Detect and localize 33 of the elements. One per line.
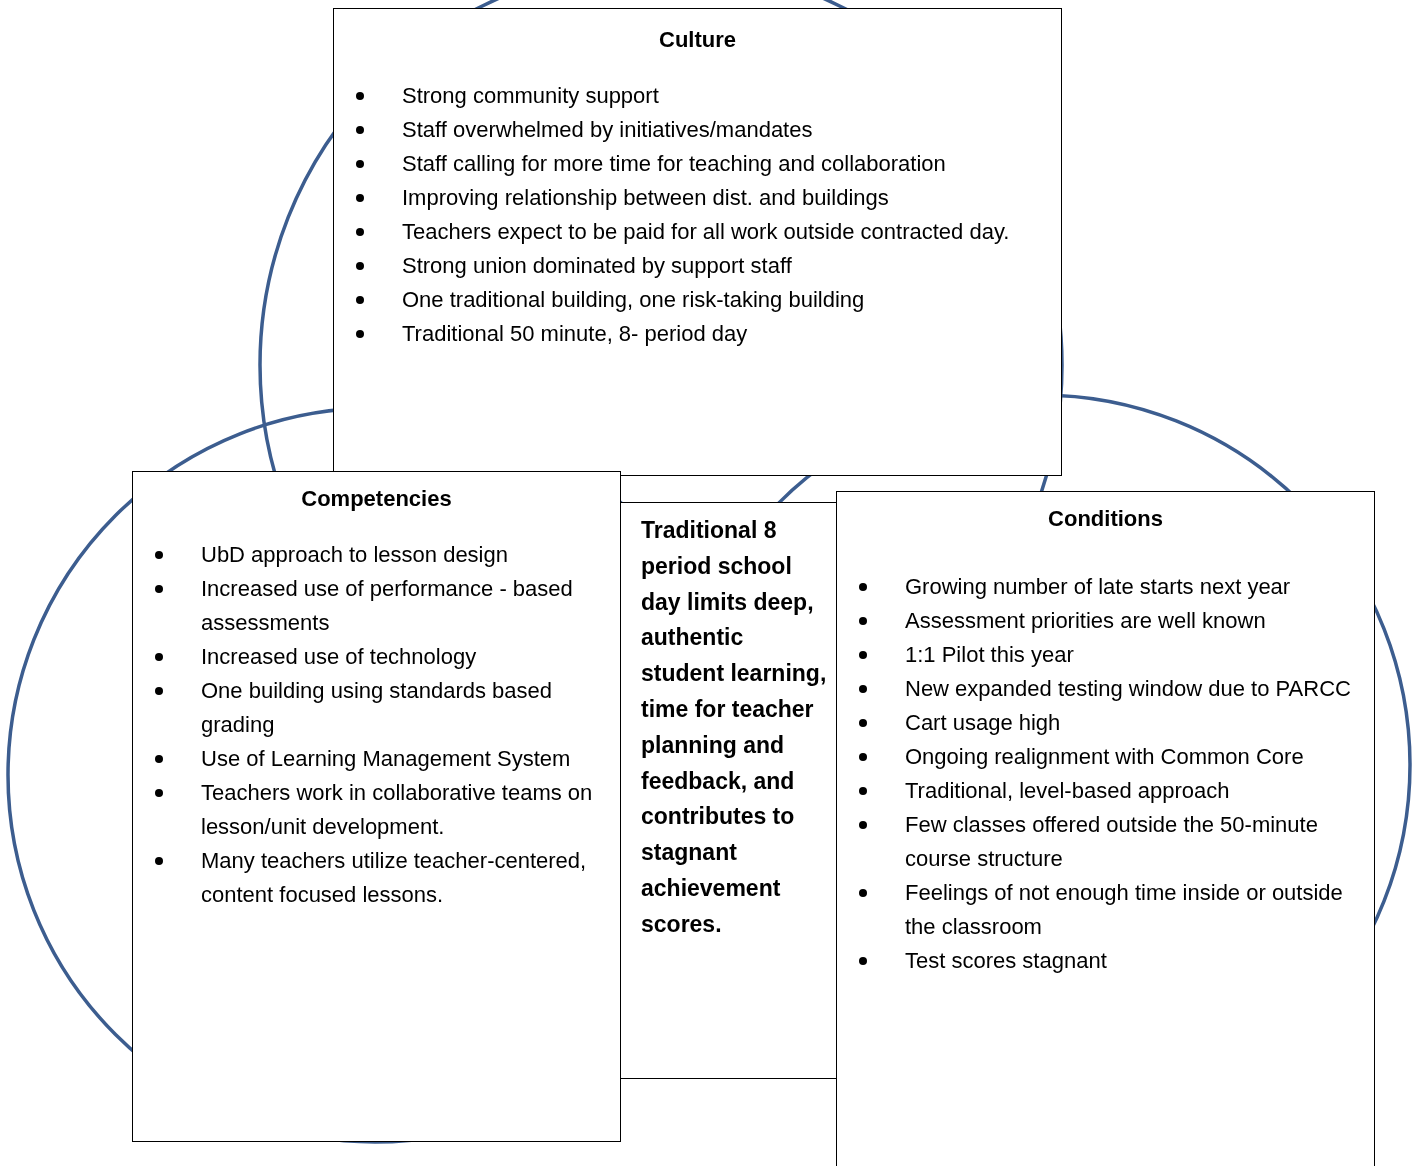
box-heading: Competencies bbox=[300, 486, 453, 512]
bullet-item: Strong community support bbox=[334, 79, 1051, 113]
bullet-item: Improving relationship between dist. and buildings bbox=[334, 181, 1051, 215]
bullet-item: Traditional, level-based approach bbox=[837, 774, 1364, 808]
bullet-item: Teachers expect to be paid for all work outside contracted day. bbox=[334, 215, 1051, 249]
bullet-item: One traditional building, one risk-taking building bbox=[334, 283, 1051, 317]
bullet-item: Staff calling for more time for teaching and collaboration bbox=[334, 147, 1051, 181]
bullet-item: Teachers work in collaborative teams on lesson/unit development. bbox=[133, 776, 610, 844]
bullet-item: Staff overwhelmed by initiatives/mandates bbox=[334, 113, 1051, 147]
bullet-item: One building using standards based grading bbox=[133, 674, 610, 742]
bullet-item: Traditional 50 minute, 8- period day bbox=[334, 317, 1051, 351]
bullet-item: Ongoing realignment with Common Core bbox=[837, 740, 1364, 774]
category-box bbox=[836, 491, 1375, 1166]
bullet-item: Assessment priorities are well known bbox=[837, 604, 1364, 638]
bullet-item: 1:1 Pilot this year bbox=[837, 638, 1364, 672]
bullet-item: Growing number of late starts next year bbox=[837, 570, 1364, 604]
bullet-item: Few classes offered outside the 50-minute course structure bbox=[837, 808, 1364, 876]
bullet-item: Many teachers utilize teacher-centered, content focused lessons. bbox=[133, 844, 610, 912]
bullet-item: Use of Learning Management System bbox=[133, 742, 610, 776]
bullet-item: Increased use of performance - based assessments bbox=[133, 572, 610, 640]
box-heading: Culture bbox=[658, 27, 737, 53]
statement-text: Traditional 8 period school day limits deep, authentic student learning, time for teacher planning and feedback, and contributes to stagnant achievement scores. bbox=[641, 516, 828, 939]
category-box bbox=[132, 471, 621, 1142]
bullet-item: Strong union dominated by support staff bbox=[334, 249, 1051, 283]
category-box bbox=[333, 8, 1062, 476]
statement-box bbox=[620, 502, 837, 1079]
bullet-item: New expanded testing window due to PARCC bbox=[837, 672, 1364, 706]
bullet-item: Increased use of technology bbox=[133, 640, 610, 674]
bullet-item: Test scores stagnant bbox=[837, 944, 1364, 978]
box-heading: Conditions bbox=[1047, 506, 1164, 532]
bullet-item: UbD approach to lesson design bbox=[133, 538, 610, 572]
bullet-item: Cart usage high bbox=[837, 706, 1364, 740]
bullet-item: Feelings of not enough time inside or outside the classroom bbox=[837, 876, 1364, 944]
